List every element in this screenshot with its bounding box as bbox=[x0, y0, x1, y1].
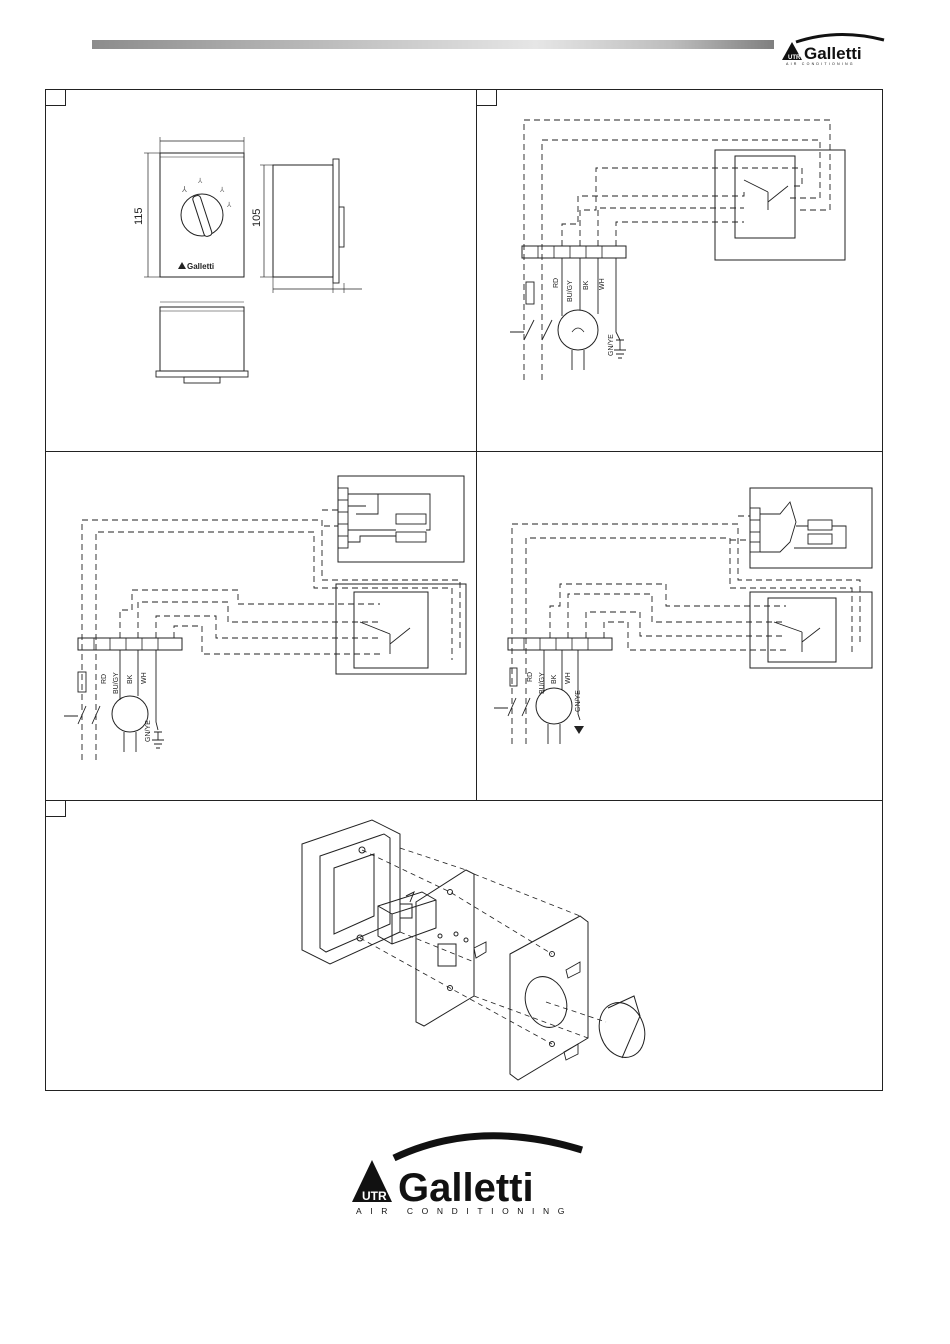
fuse-icon-d bbox=[510, 668, 517, 686]
wire-dashed-5 bbox=[598, 208, 744, 246]
wire-dashed-d4 bbox=[568, 594, 786, 638]
wire-dashed-c5 bbox=[156, 616, 380, 638]
panel-e-exploded-assembly bbox=[290, 812, 650, 1084]
earth-icon-c bbox=[152, 732, 164, 748]
thermostat-relay-d1 bbox=[808, 520, 832, 530]
wire-dashed-d1 bbox=[512, 524, 860, 744]
wire-dashed-c3 bbox=[120, 590, 380, 638]
wall-box-inner bbox=[320, 834, 390, 952]
wire-label-bugy-d: BU/GY bbox=[539, 672, 546, 694]
wire-dashed-3 bbox=[562, 192, 744, 246]
face-logo-wordmark: Galletti bbox=[187, 262, 214, 271]
footer-logo-wordmark: Galletti bbox=[398, 1166, 534, 1210]
rotary-switch-contacts bbox=[744, 180, 788, 210]
panel-a-tag bbox=[46, 90, 66, 106]
speed-1-icon: ⅄ bbox=[181, 185, 187, 194]
speed-switch-box-c bbox=[354, 592, 428, 668]
front-cover bbox=[510, 916, 588, 1080]
fan-motor-icon-c bbox=[112, 696, 148, 732]
footer-logo-arc bbox=[394, 1136, 582, 1158]
thermostat-terminals-d bbox=[750, 508, 760, 552]
wire-label-gnye-c: GN/YE bbox=[145, 720, 152, 742]
speed-switch-box-d bbox=[768, 598, 836, 662]
thermostat-relay-1 bbox=[396, 514, 426, 524]
wire-label-bugy: BU/GY bbox=[567, 280, 574, 302]
screw-1-icon bbox=[474, 942, 486, 958]
face-logo-triangle-icon bbox=[178, 262, 186, 269]
panel-e-tag bbox=[46, 801, 66, 817]
terminal-block-d bbox=[508, 638, 612, 650]
header-logo: UTR Galletti AIR CONDITIONING bbox=[778, 30, 886, 66]
fan-motor-icon bbox=[558, 310, 598, 350]
wall-box bbox=[302, 820, 400, 964]
thermostat-relay-d2 bbox=[808, 534, 832, 544]
knob-grip bbox=[608, 996, 640, 1058]
knob-pointer bbox=[192, 195, 213, 237]
screw-2-icon bbox=[566, 962, 580, 978]
panel-divider-vertical bbox=[476, 90, 477, 800]
wire-label-bk-c: BK bbox=[127, 674, 134, 684]
top-view-body bbox=[160, 307, 244, 371]
top-view-frame bbox=[156, 371, 248, 377]
footer-logo: UTR Galletti AIR CONDITIONING bbox=[348, 1128, 584, 1216]
screw-3-icon bbox=[564, 1044, 578, 1060]
footer-logo-mark: UTR bbox=[362, 1189, 387, 1203]
depth-dimension-label: 105 bbox=[251, 209, 263, 227]
header-gradient-bar bbox=[92, 40, 774, 49]
footer-logo-tagline: AIR CONDITIONING bbox=[356, 1206, 573, 1216]
wire-label-bk-d: BK bbox=[551, 674, 558, 684]
side-view-body bbox=[273, 165, 333, 277]
side-view-frame bbox=[333, 159, 339, 283]
panel-c-wiring: RD BU/GY BK WH GN/YE bbox=[60, 470, 470, 770]
thermostat-terminals bbox=[338, 488, 348, 548]
thermostat-enclosure-d bbox=[750, 488, 872, 568]
speed-off-icon: ⅄ bbox=[227, 201, 232, 209]
wire-label-rd-d: RD bbox=[527, 672, 534, 682]
top-view-knob bbox=[184, 377, 220, 383]
thermostat-enclosure bbox=[338, 476, 464, 562]
wire-label-gnye: GN/YE bbox=[608, 334, 615, 356]
fuse-icon bbox=[526, 282, 534, 304]
thermostat-relay-2 bbox=[396, 532, 426, 542]
speed-2-icon: ⅄ bbox=[198, 177, 203, 185]
wire-label-wh-c: WH bbox=[141, 672, 148, 684]
plate-window bbox=[438, 944, 456, 966]
side-view-knob bbox=[339, 207, 344, 247]
plate-screw-hole-1 bbox=[448, 890, 453, 895]
wire-label-gnye-d: GN/YE bbox=[575, 690, 582, 712]
wire-label-rd-c: RD bbox=[101, 674, 108, 684]
logo-tagline: AIR CONDITIONING bbox=[786, 62, 855, 66]
panel-divider-2 bbox=[46, 800, 882, 801]
wire-dashed-6 bbox=[616, 222, 744, 246]
wire-label-wh-d: WH bbox=[565, 672, 572, 684]
logo-mark: UTR bbox=[788, 55, 801, 61]
logo-arc bbox=[796, 34, 884, 42]
panel-b-tag bbox=[477, 90, 497, 106]
rotary-switch-contacts-d bbox=[774, 622, 820, 652]
panel-divider-1 bbox=[46, 451, 882, 452]
speed-3-icon: ⅄ bbox=[220, 186, 225, 194]
wire-dashed-c6 bbox=[174, 626, 380, 654]
control-knob bbox=[592, 996, 652, 1064]
wire-dashed-d5 bbox=[586, 612, 786, 638]
speed-controller-enclosure bbox=[336, 584, 466, 674]
wire-dashed-4 bbox=[580, 168, 802, 246]
panel-b-wiring: RD BU/GY BK WH GN/YE bbox=[500, 110, 860, 390]
panel-a-dimensions: 115 ⅄ ⅄ ⅄ ⅄ Galletti 105 bbox=[130, 135, 370, 395]
logo-wordmark: Galletti bbox=[804, 44, 862, 63]
panel-d-wiring: RD BU/GY BK WH GN/YE bbox=[490, 482, 880, 772]
earth-icon-d bbox=[574, 726, 584, 734]
wire-label-bugy-c: BU/GY bbox=[113, 672, 120, 694]
wire-label-bk: BK bbox=[583, 280, 590, 290]
wire-dashed-c1 bbox=[82, 520, 460, 760]
mains-switch-icon bbox=[510, 320, 552, 340]
height-dimension-label: 115 bbox=[133, 207, 145, 225]
wire-label-rd: RD bbox=[553, 278, 560, 288]
earth-icon bbox=[614, 340, 626, 358]
terminal-block bbox=[522, 246, 626, 258]
wire-label-wh: WH bbox=[599, 278, 606, 290]
